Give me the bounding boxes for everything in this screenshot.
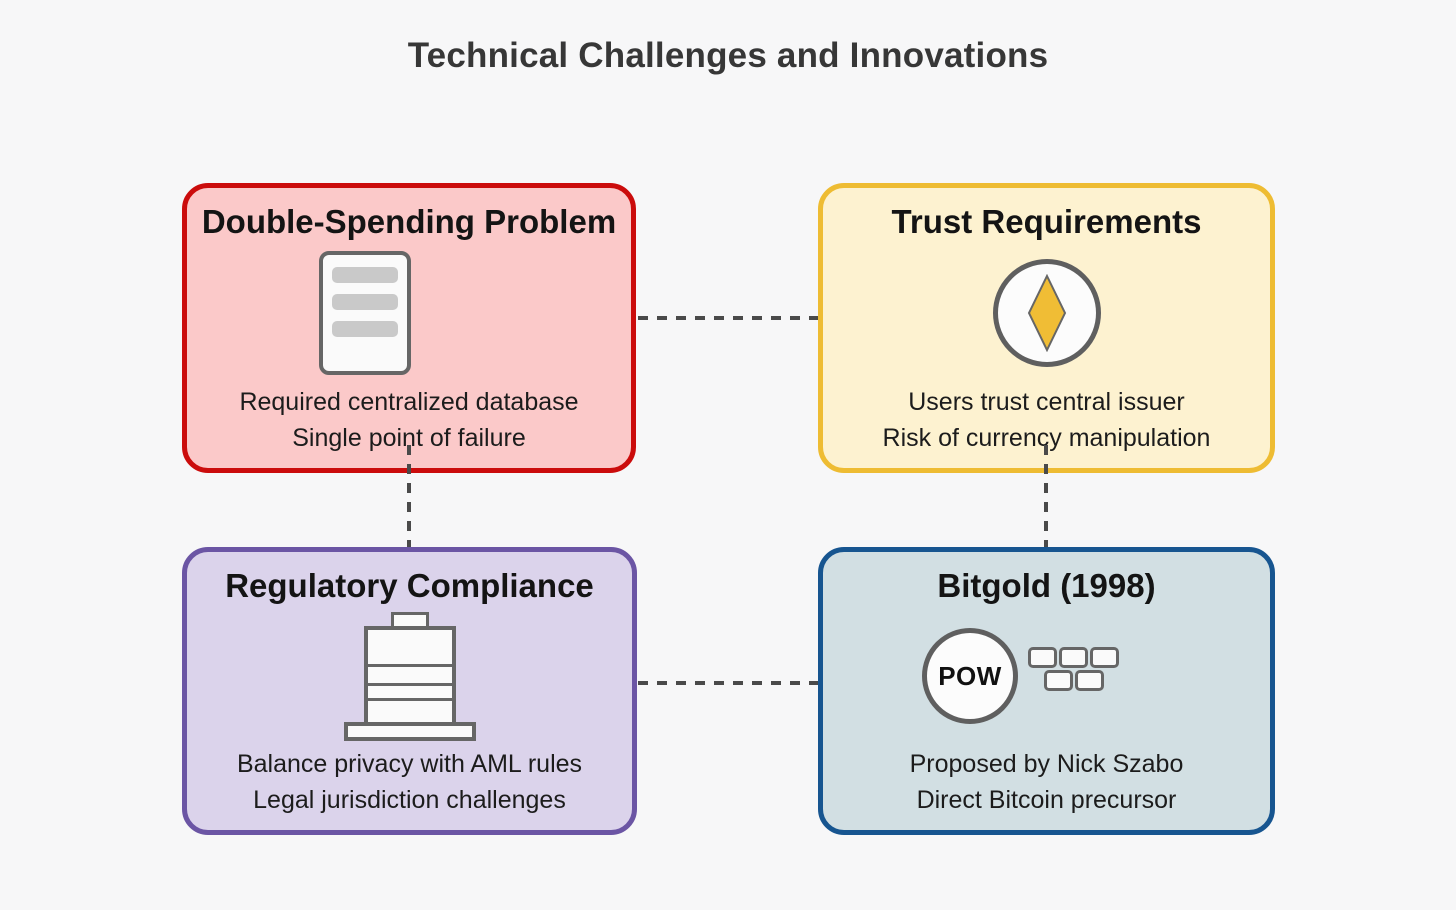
block-icon	[1059, 647, 1088, 668]
card-line: Proposed by Nick Szabo	[909, 750, 1184, 778]
building-floor	[367, 686, 452, 701]
card-line: Users trust central issuer	[908, 388, 1185, 416]
card-description: Balance privacy with AML rules Legal jur…	[237, 746, 582, 818]
block-icon	[1028, 647, 1057, 668]
pow-blocks-icon: POW	[922, 628, 1119, 724]
proof-of-work-badge: POW	[922, 628, 1018, 724]
block-icon	[1090, 647, 1119, 668]
blocks-row	[1028, 647, 1119, 668]
connector-trust-bitgold	[1044, 445, 1048, 547]
building-floor	[367, 667, 452, 686]
card-line: Legal jurisdiction challenges	[253, 786, 566, 814]
blockchain-blocks-icon	[1028, 647, 1119, 691]
icon-zone	[319, 242, 411, 384]
block-icon	[1074, 670, 1104, 691]
building-body	[363, 625, 456, 726]
connector-double-spending-trust	[638, 316, 818, 320]
card-title: Trust Requirements	[891, 203, 1202, 240]
database-server-icon	[319, 251, 411, 375]
card-description: Proposed by Nick Szabo Direct Bitcoin pr…	[910, 746, 1184, 818]
card-line: Direct Bitcoin precursor	[916, 786, 1177, 814]
server-bar	[332, 321, 398, 337]
card-description: Required centralized database Single poi…	[239, 384, 578, 456]
icon-zone	[992, 242, 1101, 384]
government-building-icon	[343, 611, 476, 741]
icon-zone: POW	[922, 606, 1119, 746]
card-line: Required centralized database	[239, 388, 579, 416]
diamond-gem-icon	[1027, 274, 1066, 352]
connector-double-spending-regulatory	[407, 445, 411, 547]
card-trust-requirements: Trust Requirements Users trust central i…	[818, 183, 1275, 473]
server-bar	[332, 294, 398, 310]
building-floor	[368, 701, 452, 722]
building-floor	[367, 630, 452, 667]
card-regulatory-compliance: Regulatory Compliance Balance privacy wi…	[182, 547, 637, 835]
card-double-spending-problem: Double-Spending Problem Required central…	[182, 183, 636, 473]
connector-regulatory-bitgold	[638, 681, 818, 685]
icon-zone	[343, 606, 476, 746]
blocks-row	[1043, 670, 1104, 691]
card-title: Double-Spending Problem	[201, 203, 617, 240]
card-title: Bitgold (1998)	[937, 567, 1156, 604]
coin-diamond-icon	[992, 259, 1101, 367]
diagram-title: Technical Challenges and Innovations	[407, 36, 1049, 75]
card-description: Users trust central issuer Risk of curre…	[883, 384, 1211, 456]
card-title: Regulatory Compliance	[225, 567, 594, 604]
block-icon	[1043, 670, 1073, 691]
server-bar	[332, 267, 398, 283]
card-line: Balance privacy with AML rules	[236, 750, 583, 778]
card-bitgold-1998: Bitgold (1998) POW Proposed by	[818, 547, 1275, 835]
